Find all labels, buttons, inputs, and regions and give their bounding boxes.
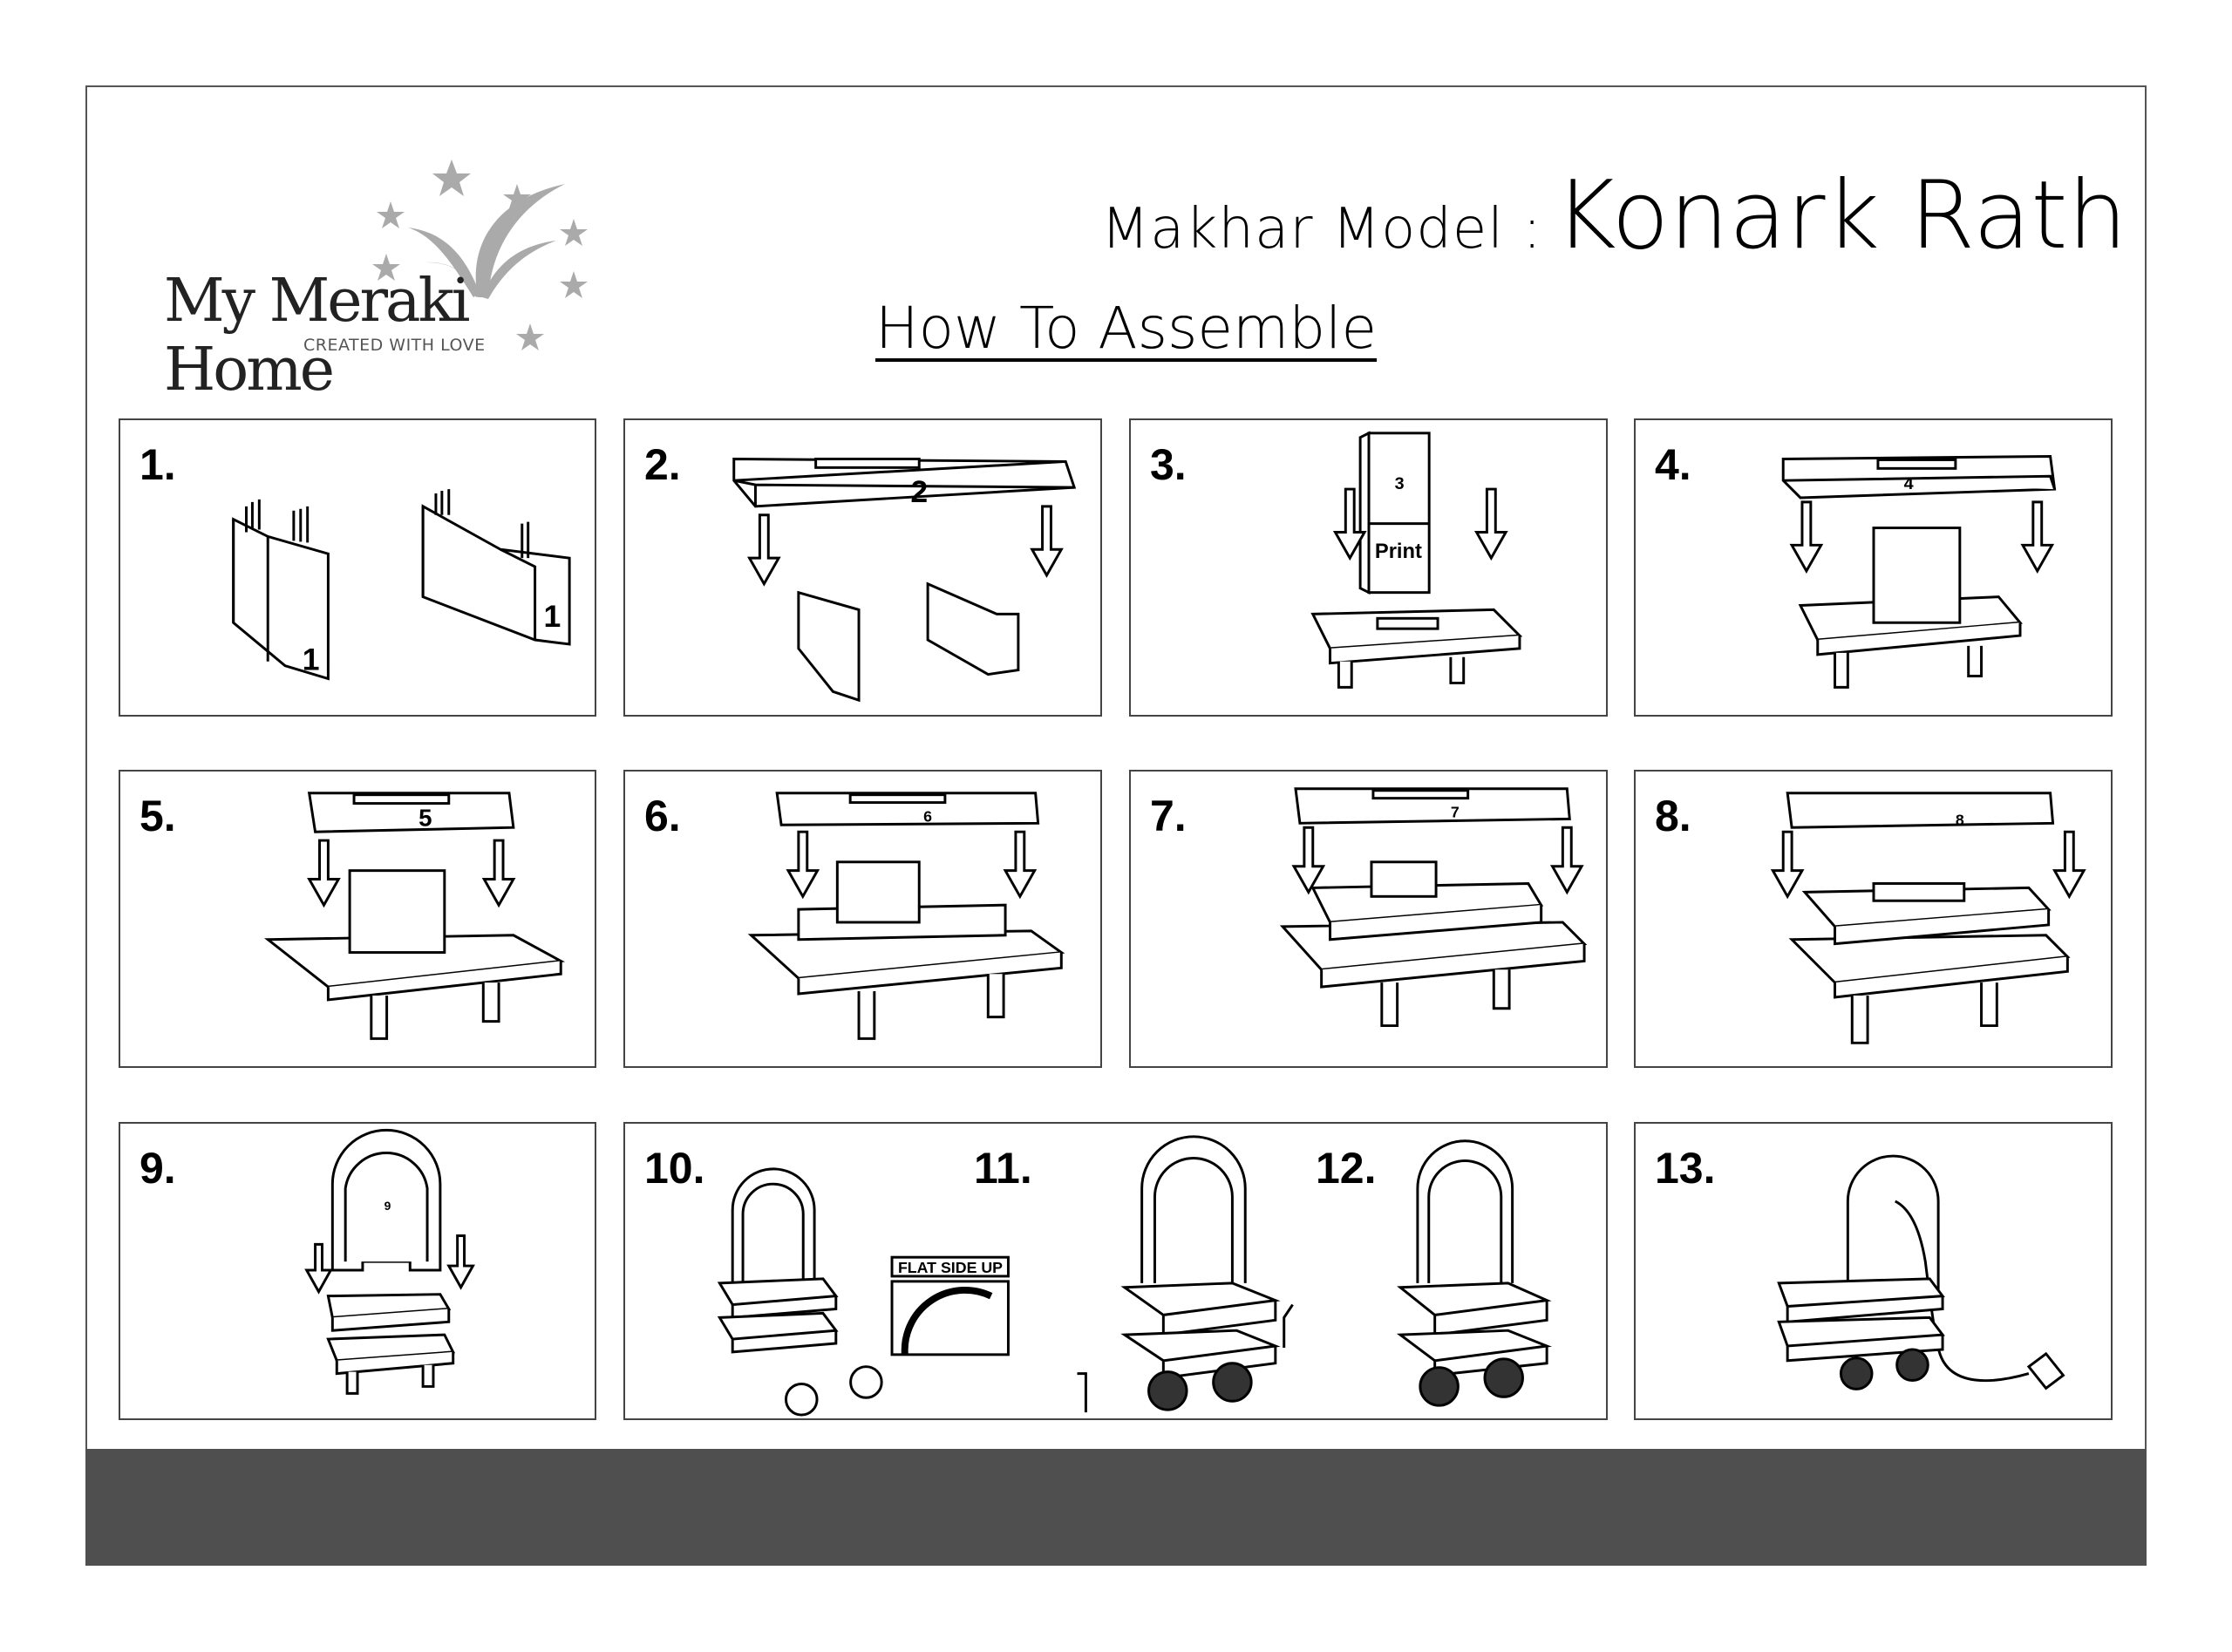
step-5-illustration: 5 [264, 792, 566, 1040]
page-title: Makhar Model :Konark Rath [1101, 161, 2127, 270]
flat-side-up-label: FLAT SIDE UP [898, 1259, 1003, 1276]
step-number: 1. [140, 440, 176, 489]
step-panel-9: 9 9. [119, 1122, 596, 1420]
step-13-illustration [1777, 1154, 2065, 1390]
step-number: 11. [974, 1144, 1032, 1193]
step-number: 10. [644, 1144, 705, 1193]
page-subtitle: How To Assemble [875, 295, 1378, 362]
part-label: 1 [303, 642, 320, 677]
step-number: 2. [644, 440, 681, 489]
step-6-illustration: 6 [747, 792, 1065, 1040]
step-8-illustration: 8 [1770, 792, 2086, 1044]
part-label: 6 [923, 807, 932, 825]
step-panel-3: 3 Print 3. [1129, 418, 1608, 717]
step-3-illustration: 3 Print [1310, 431, 1523, 689]
step-panel-6: 6 6. [623, 770, 1102, 1068]
part-label: 1 [543, 599, 561, 634]
part-label: 2 [910, 474, 928, 509]
step-panel-7: 7 7. [1129, 770, 1608, 1068]
step-panel-10-12: FLAT SIDE UP 10. 11. 12. [623, 1122, 1608, 1420]
title-prefix: Makhar Model : [1100, 197, 1542, 262]
step-panel-5: 5 5. [119, 770, 596, 1068]
step-9-illustration: 9 [304, 1128, 475, 1395]
step-number: 9. [140, 1144, 176, 1193]
step-7-illustration: 7 [1279, 787, 1588, 1028]
step-number: 6. [644, 792, 681, 840]
part-label: Print [1375, 540, 1422, 563]
step-4-illustration: 4 [1781, 455, 2057, 689]
step-number: 8. [1655, 792, 1691, 840]
part-label: 3 [1395, 474, 1405, 493]
step-number: 7. [1150, 792, 1187, 840]
step-1-illustration: 1 1 [232, 489, 571, 681]
part-label: 7 [1451, 803, 1460, 820]
brand-name: My Meraki Home [164, 267, 471, 405]
step-2-illustration: 2 [732, 457, 1077, 703]
step-panel-13: 13. [1634, 1122, 2113, 1420]
step-number: 4. [1655, 440, 1691, 489]
fireworks-icon [372, 160, 588, 350]
part-label: 5 [418, 804, 432, 831]
step-number: 13. [1655, 1144, 1716, 1193]
steps-10-12-illustration: FLAT SIDE UP [717, 1135, 1552, 1417]
step-number: 12. [1316, 1144, 1377, 1193]
step-panel-2: 2 2. [623, 418, 1102, 717]
part-label: 8 [1956, 811, 1964, 828]
step-panel-1: 1 1 1. [119, 418, 596, 717]
step-panel-4: 4 4. [1634, 418, 2113, 717]
brand-tagline: CREATED WITH LOVE [303, 336, 486, 355]
step-number: 5. [140, 792, 176, 840]
footer-bar [85, 1449, 2147, 1566]
part-label: 9 [384, 1199, 391, 1213]
part-label: 4 [1904, 474, 1914, 493]
brand-logo: My Meraki Home CREATED WITH LOVE [164, 149, 635, 405]
step-number: 3. [1150, 440, 1187, 489]
model-name: Konark Rath [1554, 161, 2127, 270]
step-panel-8: 8 8. [1634, 770, 2113, 1068]
